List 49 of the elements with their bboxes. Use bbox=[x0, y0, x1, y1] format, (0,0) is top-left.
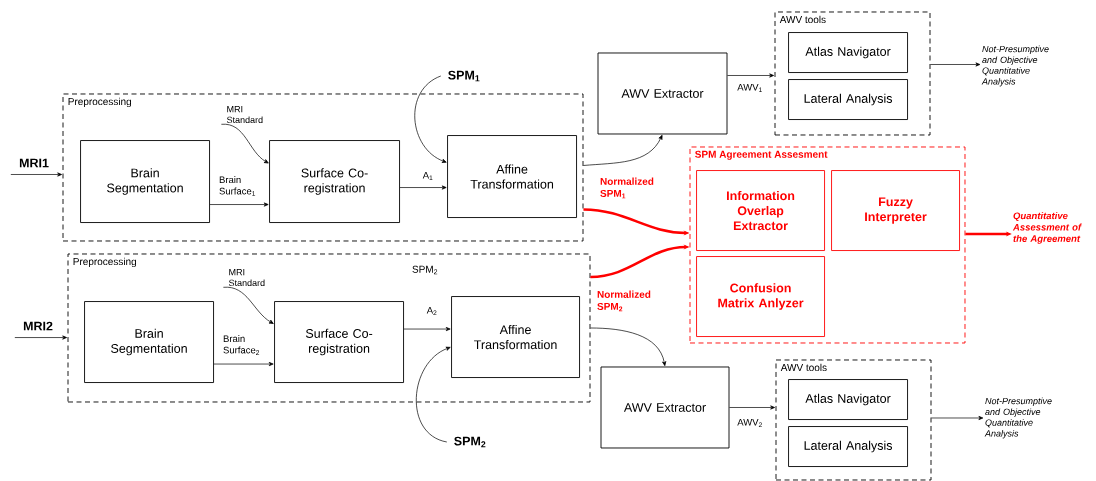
process-box: AWV Extractor bbox=[600, 366, 730, 449]
process-box: Information Overlap Extractor bbox=[696, 170, 825, 251]
arrow bbox=[583, 134, 663, 166]
process-box: Surface Co-registration bbox=[274, 301, 404, 383]
process-box: Affine Transformation bbox=[451, 296, 580, 378]
process-box: Affine Transformation bbox=[447, 135, 577, 218]
input-label: MRI Standard bbox=[226, 106, 263, 124]
arrow bbox=[14, 335, 67, 340]
process-box: Brain Segmentation bbox=[80, 140, 210, 223]
arrow bbox=[414, 75, 447, 163]
process-box: Lateral Analysis bbox=[788, 79, 908, 120]
process-box: AWV Extractor bbox=[597, 52, 728, 135]
output-text: Not-Presumptive and Objective Quantitative Analysis bbox=[981, 45, 1049, 87]
edge-label: A$_{2}$ bbox=[426, 306, 437, 316]
process-box: Brain Segmentation bbox=[84, 301, 214, 383]
process-box: Atlas Navigator bbox=[788, 32, 908, 73]
process-box: Lateral Analysis bbox=[788, 426, 908, 467]
edge-label: Brain Surface$_{1}$ bbox=[219, 176, 256, 196]
arrow bbox=[213, 362, 274, 367]
text-label: SPM$_{2}$ bbox=[412, 265, 438, 275]
edge-label: AWV$_{2}$ bbox=[737, 418, 762, 428]
edge-label: AWV$_{1}$ bbox=[737, 84, 762, 92]
edge-label: A$_{1}$ bbox=[422, 172, 433, 180]
arrow bbox=[727, 73, 774, 78]
arrow bbox=[590, 327, 667, 366]
arrow bbox=[209, 202, 269, 207]
input-label: SPM$_{2}$ bbox=[454, 436, 486, 448]
edge-label: Brain Surface$_{2}$ bbox=[223, 335, 260, 355]
arrow bbox=[223, 286, 274, 324]
process-box: Surface Co-registration bbox=[269, 140, 400, 223]
output-text: Not-Presumptive and Objective Quantitative Analysis bbox=[984, 397, 1052, 439]
arrow bbox=[10, 172, 62, 177]
arrow bbox=[930, 62, 981, 67]
process-box: Fuzzy Interpreter bbox=[831, 170, 960, 251]
process-box: Confusion Matrix Anlyzer bbox=[696, 256, 825, 337]
edge-label: Normalized SPM$_{1}$ bbox=[600, 177, 654, 199]
process-box: Atlas Navigator bbox=[788, 379, 908, 420]
arrow bbox=[729, 405, 775, 410]
output-text: Quantitative Assessment of the Agreement bbox=[1012, 212, 1082, 244]
arrow bbox=[221, 123, 269, 164]
arrow bbox=[399, 185, 447, 190]
arrow bbox=[403, 327, 451, 332]
input-label: SPM$_{1}$ bbox=[448, 70, 480, 82]
input-label: MRI2 bbox=[23, 321, 53, 331]
edge-label: Normalized SPM$_{2}$ bbox=[597, 290, 651, 312]
input-label: MRI1 bbox=[19, 158, 49, 168]
arrow bbox=[415, 346, 451, 443]
arrow bbox=[931, 415, 984, 421]
input-label: MRI Standard bbox=[228, 269, 265, 287]
